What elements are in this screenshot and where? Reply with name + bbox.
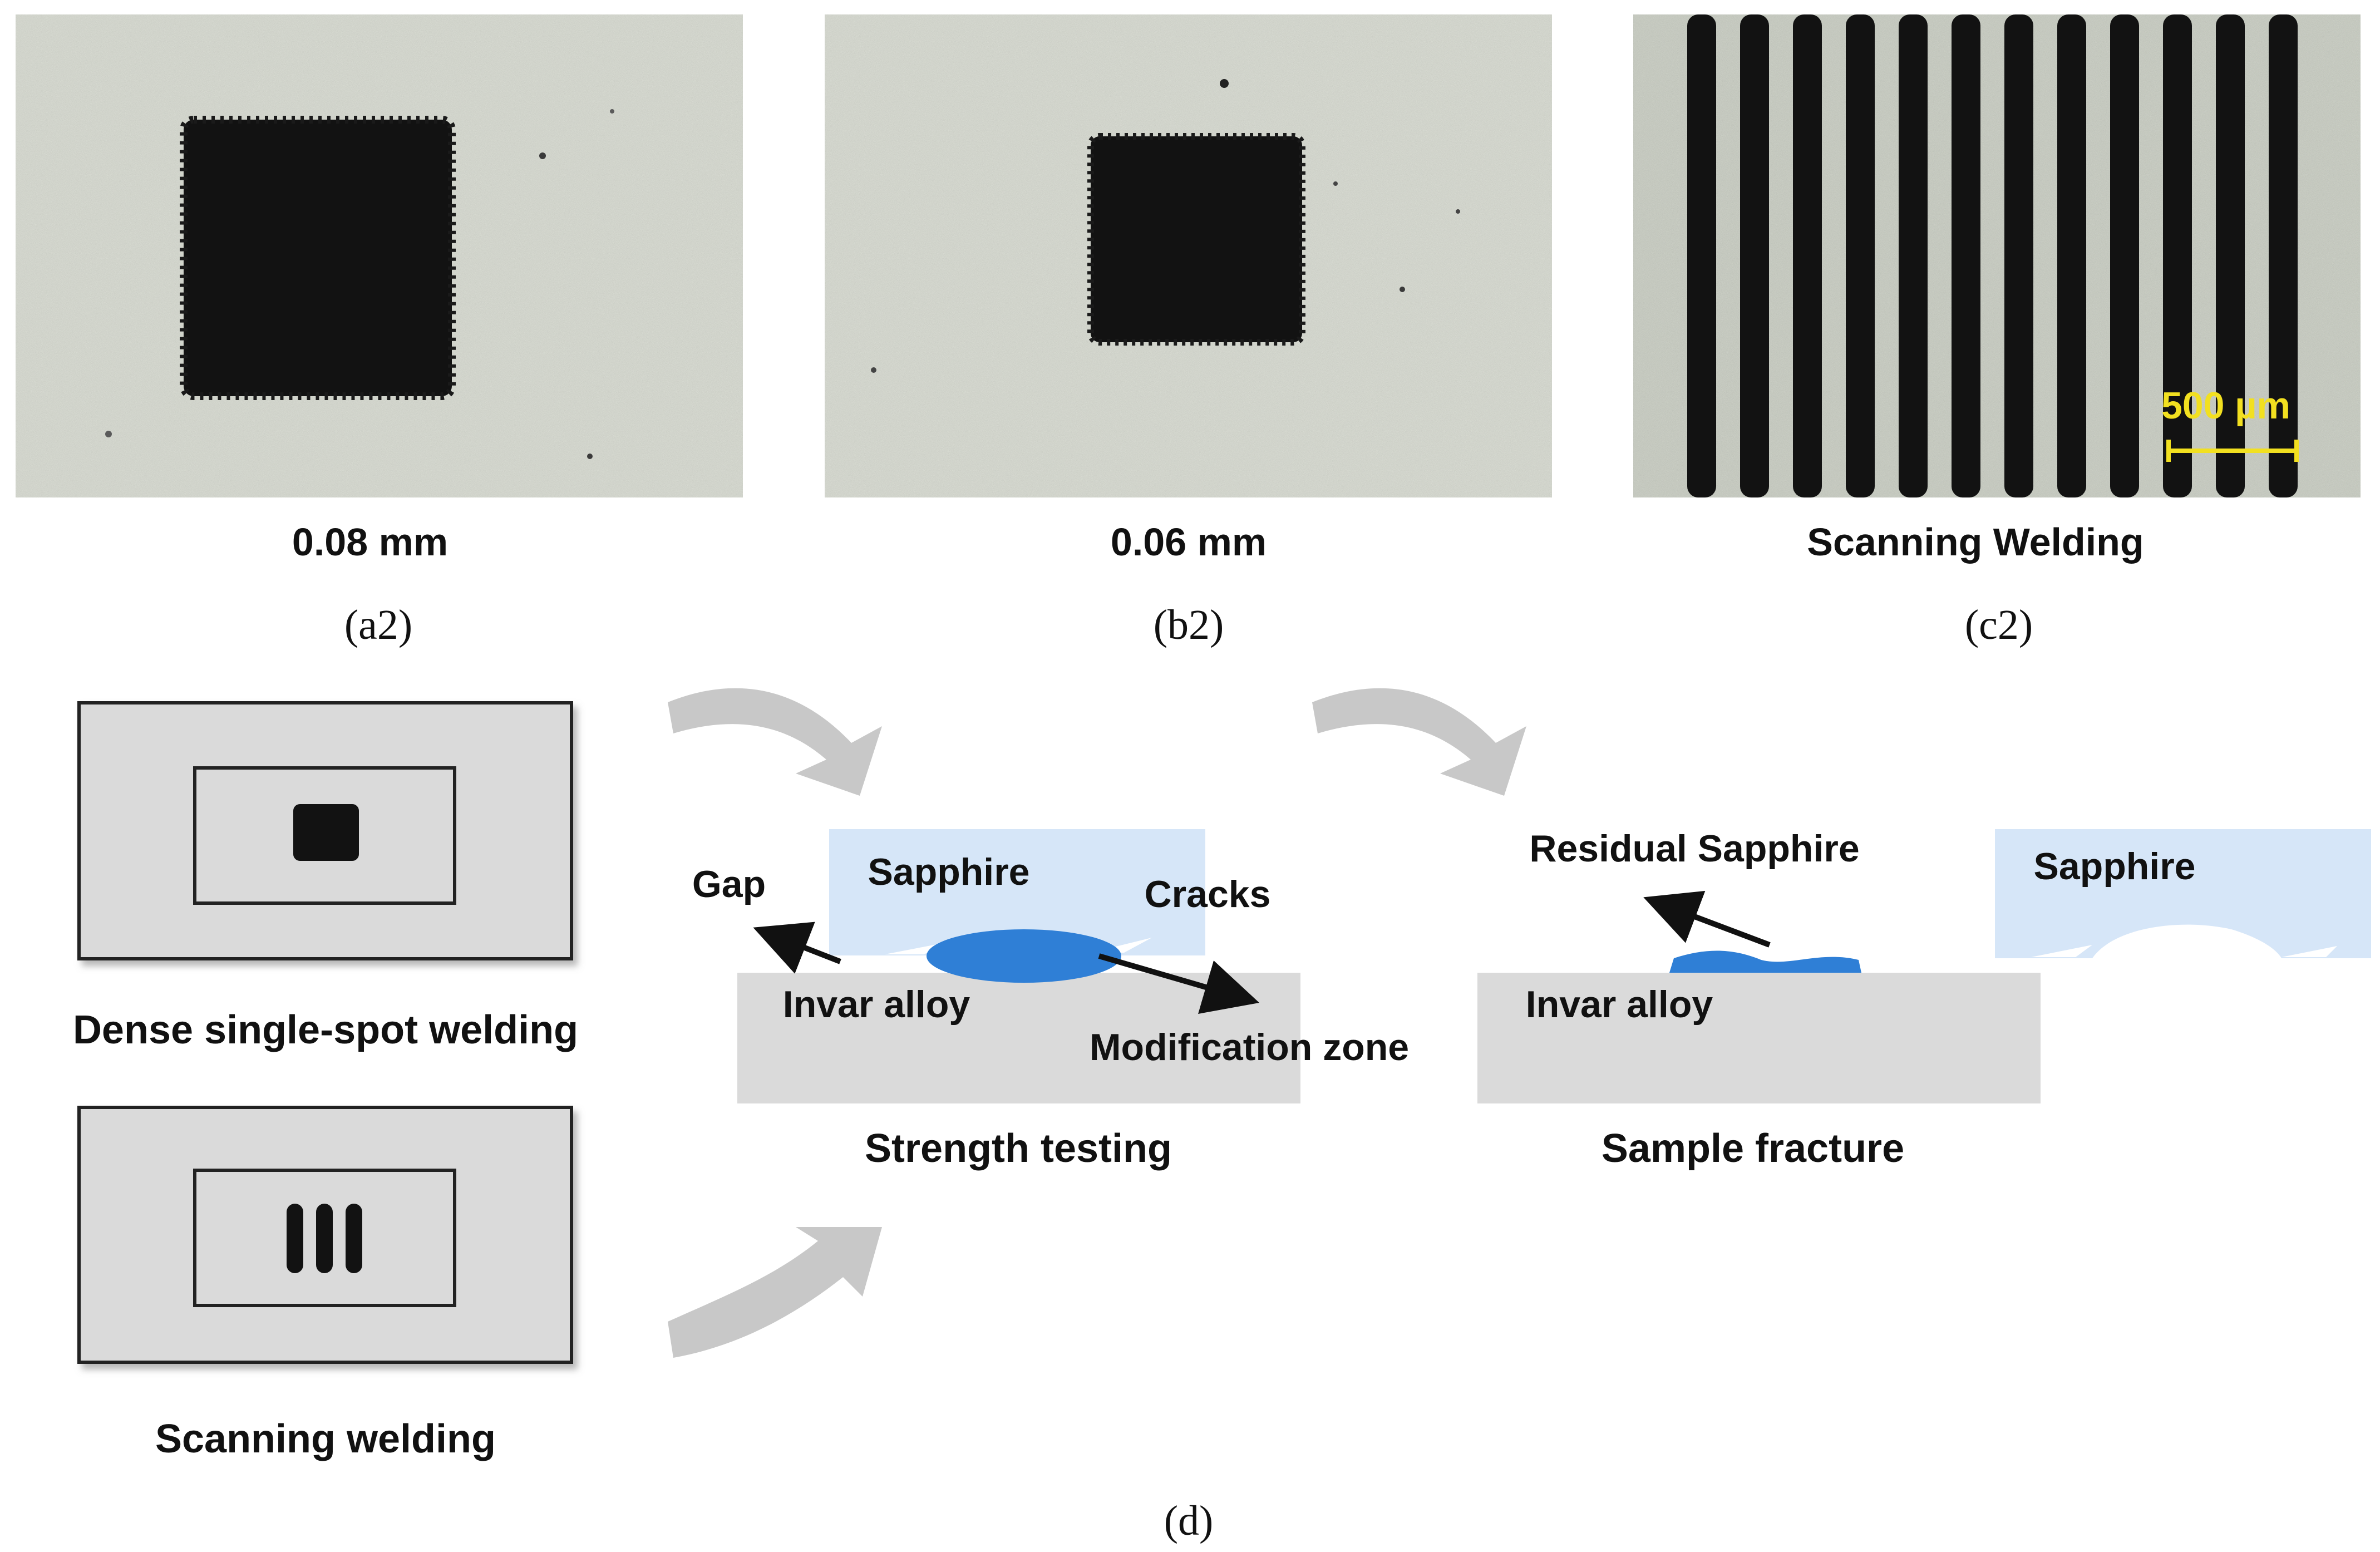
weld-lines-c2 — [1687, 14, 2298, 497]
sample-fracture-title: Sample fracture — [1602, 1126, 1904, 1171]
invar-block-fracture — [1477, 973, 2041, 1103]
fracture-invar-label: Invar alloy — [1526, 983, 1713, 1026]
scale-bar-label: 500 µm — [2161, 385, 2290, 427]
modification-zone-label: Modification zone — [1090, 1026, 1409, 1068]
scanning-schematic — [77, 1106, 573, 1364]
strength-testing-title: Strength testing — [865, 1126, 1172, 1171]
strength-sapphire-label: Sapphire — [868, 851, 1030, 893]
scan-line-3 — [346, 1204, 362, 1273]
dense-spot-label: Dense single-spot welding — [73, 1008, 578, 1052]
residual-sapphire-label: Residual Sapphire — [1529, 827, 1859, 870]
weld-square-a2 — [180, 116, 456, 400]
strength-testing-schematic — [737, 829, 1300, 1103]
panel-b2: (b2) — [1154, 602, 1224, 648]
caption-b2: 0.06 mm — [1111, 520, 1267, 564]
weld-square-b2 — [1087, 133, 1305, 346]
dense-spot-schematic — [77, 701, 573, 960]
scan-line-1 — [287, 1204, 303, 1273]
dense-spot-mark — [293, 804, 359, 861]
modification-zone-shape — [927, 929, 1121, 983]
scan-line-2 — [316, 1204, 333, 1273]
strength-invar-label: Invar alloy — [783, 983, 970, 1026]
panel-a2: (a2) — [344, 602, 412, 648]
scale-bar — [2166, 440, 2299, 462]
caption-a2: 0.08 mm — [292, 520, 448, 564]
scanning-label: Scanning welding — [155, 1417, 496, 1461]
photo-c2: 500 µm — [1633, 14, 2361, 497]
sample-fracture-schematic — [1477, 829, 2371, 1103]
panel-d: (d) — [1164, 1497, 1214, 1544]
gap-label: Gap — [692, 863, 766, 905]
caption-c2: Scanning Welding — [1807, 520, 2144, 564]
fracture-sapphire-label: Sapphire — [2034, 845, 2196, 888]
photo-b2 — [825, 14, 1552, 497]
photo-a2 — [16, 14, 743, 497]
residual-sapphire-shape — [1669, 950, 1861, 973]
cracks-label: Cracks — [1145, 873, 1271, 915]
panel-c2: (c2) — [1965, 602, 2033, 648]
flow-arrows — [668, 688, 1526, 1358]
